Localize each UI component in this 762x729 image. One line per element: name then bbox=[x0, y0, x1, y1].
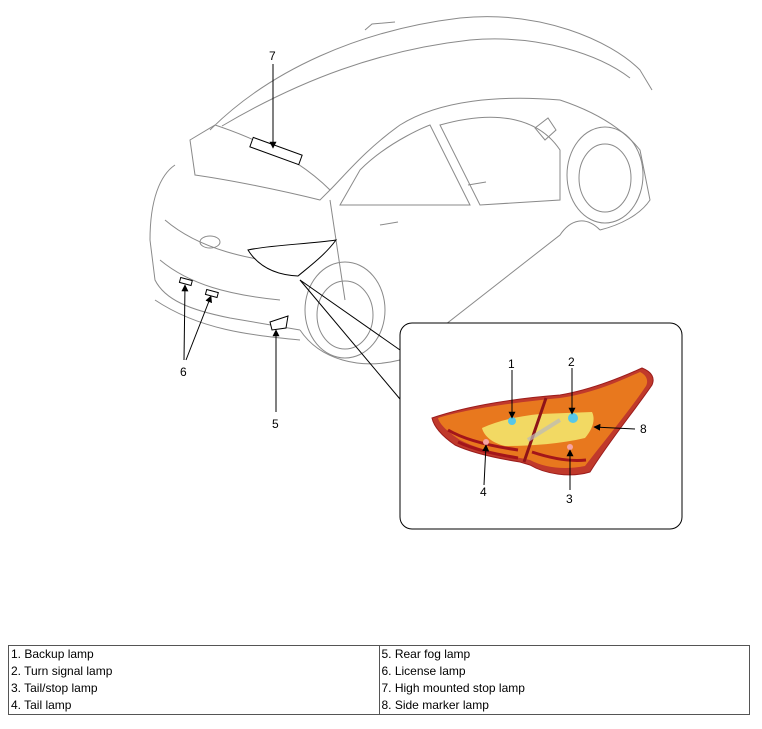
car-outline bbox=[149, 16, 653, 365]
rear-fog-lamp-mark bbox=[269, 315, 289, 331]
inset-callouts bbox=[482, 368, 636, 490]
callout-7: 7 bbox=[269, 49, 276, 63]
license-lamp-mark-right bbox=[204, 288, 219, 299]
legend-item: 3. Tail/stop lamp bbox=[8, 680, 380, 697]
legend-item: 7. High mounted stop lamp bbox=[378, 680, 750, 697]
car-lamp-marks bbox=[178, 136, 338, 331]
callout-2: 2 bbox=[568, 355, 575, 369]
tail-lamp-mark bbox=[247, 239, 338, 277]
legend-row: 1. Backup lamp 5. Rear fog lamp bbox=[8, 645, 750, 663]
legend-item: 1. Backup lamp bbox=[8, 645, 380, 663]
bulb-backup bbox=[508, 417, 516, 425]
callout-3: 3 bbox=[566, 492, 573, 506]
bulb-turn-signal bbox=[568, 413, 578, 423]
high-mount-stop-lamp-mark bbox=[249, 136, 303, 166]
callout-6: 6 bbox=[180, 365, 187, 379]
callout-8: 8 bbox=[640, 422, 647, 436]
legend-table: 1. Backup lamp 5. Rear fog lamp 2. Turn … bbox=[8, 645, 750, 715]
callout-1: 1 bbox=[508, 357, 515, 371]
lamp-inset bbox=[399, 322, 683, 530]
legend-row: 3. Tail/stop lamp 7. High mounted stop l… bbox=[8, 680, 750, 697]
legend-item: 4. Tail lamp bbox=[8, 697, 380, 715]
bulb-tail bbox=[483, 439, 489, 445]
legend-item: 2. Turn signal lamp bbox=[8, 663, 380, 680]
license-lamp-mark-left bbox=[178, 276, 193, 287]
bulb-tail-stop bbox=[567, 444, 573, 450]
rear-lamps-diagram: 7 5 6 1 2 3 4 8 bbox=[149, 16, 683, 530]
callout-4: 4 bbox=[480, 485, 487, 499]
legend-item: 8. Side marker lamp bbox=[378, 697, 750, 715]
legend-item: 5. Rear fog lamp bbox=[378, 645, 750, 663]
callout-5: 5 bbox=[272, 417, 279, 431]
legend-row: 2. Turn signal lamp 6. License lamp bbox=[8, 663, 750, 680]
legend-item: 6. License lamp bbox=[378, 663, 750, 680]
zoom-lines bbox=[299, 279, 406, 406]
car-callouts bbox=[181, 64, 280, 412]
legend-row: 4. Tail lamp 8. Side marker lamp bbox=[8, 697, 750, 715]
